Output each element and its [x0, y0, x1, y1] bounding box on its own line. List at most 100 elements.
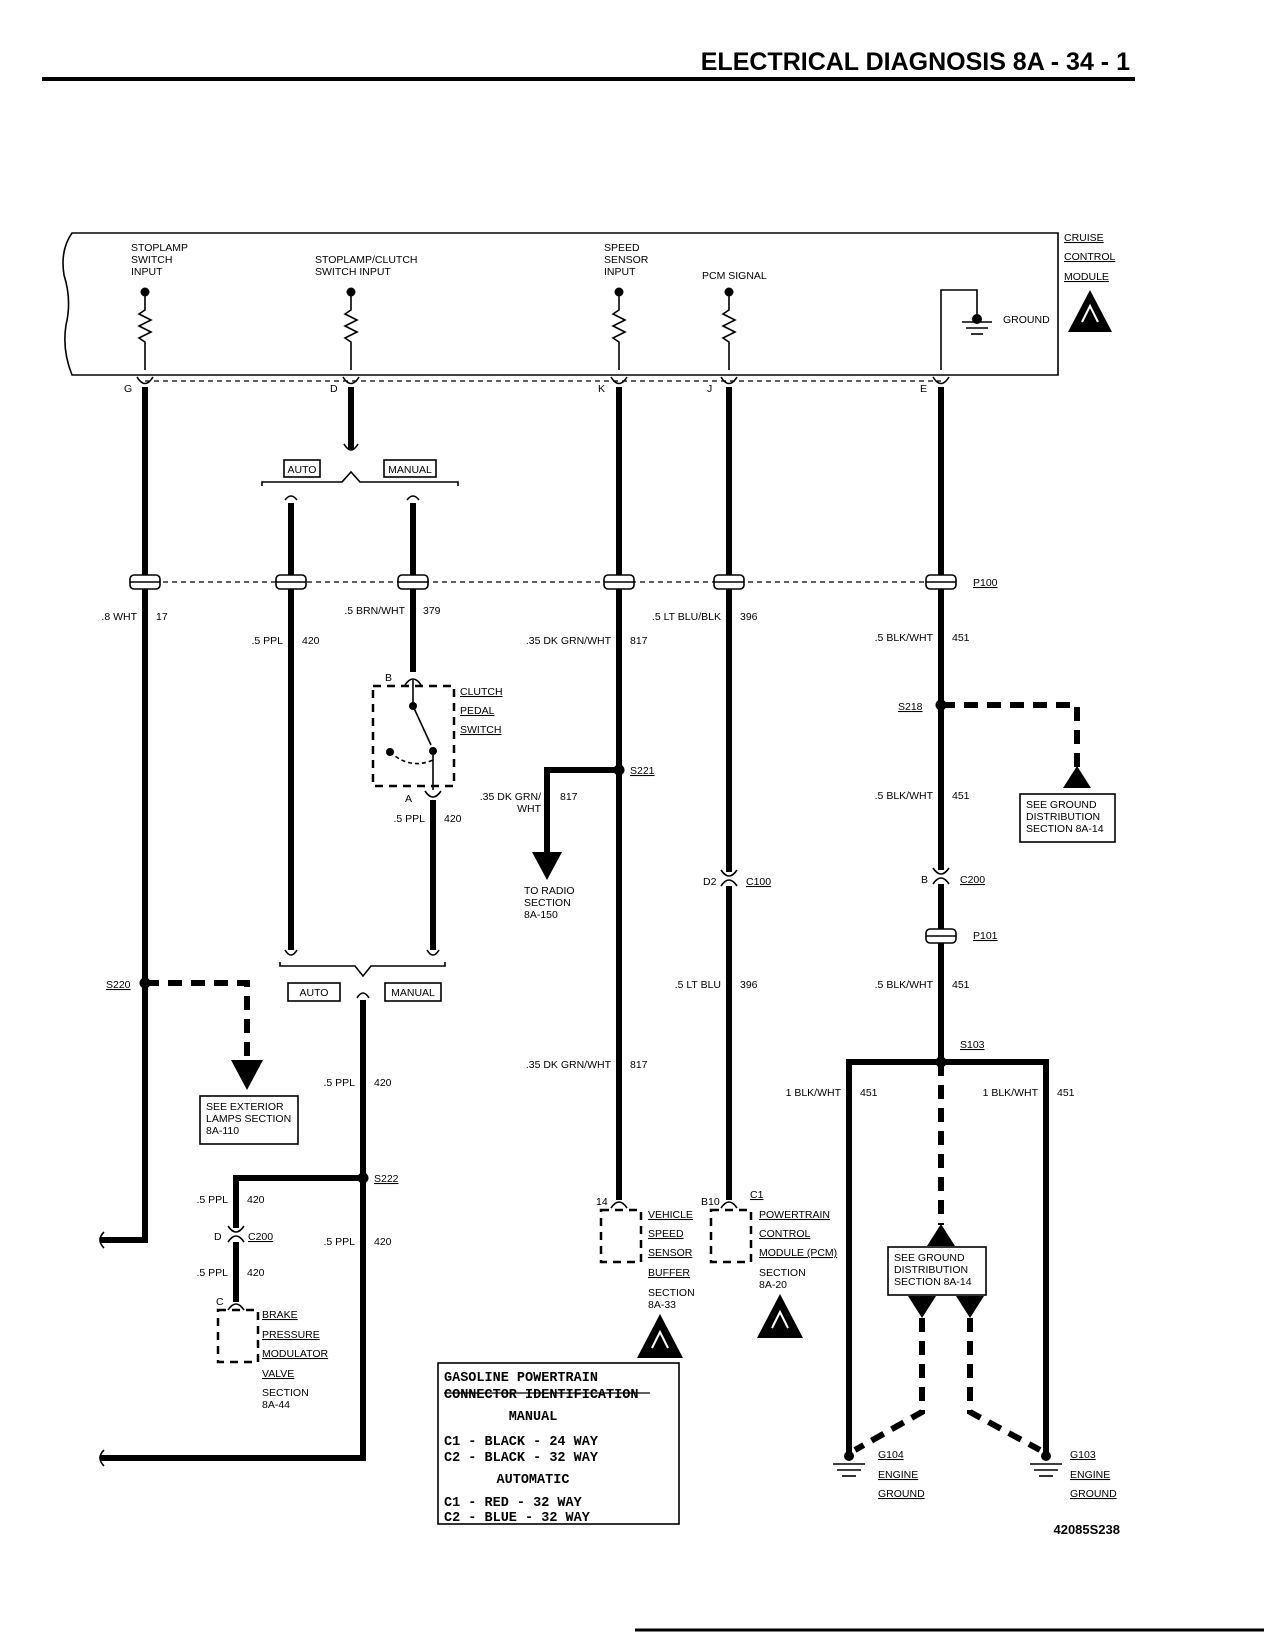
wire-451-left [846, 1059, 941, 1452]
connector-id-table [437, 1362, 680, 1525]
g103-ground-icon [1030, 1451, 1062, 1477]
ground-arrow-right [956, 1296, 984, 1318]
wire-17-end [99, 1231, 105, 1249]
s218-label: S218 [898, 701, 923, 713]
auto-top-box [283, 459, 321, 478]
wire-label-379: .5 BRN/WHT 379 [344, 605, 440, 617]
pcm-label: POWERTRAIN CONTROL MODULE (PCM) SECTION … [759, 1209, 837, 1291]
wire-break-manual-top [406, 495, 420, 501]
wire-label-420-after-switch: .5 PPL 420 [393, 813, 461, 825]
svg-text:8A-20: 8A-20 [759, 1279, 787, 1291]
splice-s220 [139, 977, 151, 989]
svg-text:8A-150: 8A-150 [524, 909, 558, 921]
svg-text:.5 BRN/WHT: .5 BRN/WHT [344, 605, 405, 617]
wire-17 [100, 387, 148, 1243]
clutch-pedal-switch-label: CLUTCH PEDAL SWITCH [460, 686, 503, 736]
wire-label-420-auto: .5 PPL 420 [251, 635, 319, 647]
wire-451-right [941, 1059, 1049, 1452]
svg-text:LAMPS SECTION: LAMPS SECTION [206, 1113, 291, 1125]
svg-text:.35 DK GRN/: .35 DK GRN/ [480, 791, 541, 803]
pcm-pin [720, 1201, 738, 1209]
svg-text:C2 - BLUE - 32 WAY: C2 - BLUE - 32 WAY [444, 1511, 591, 1526]
svg-text:ENGINE: ENGINE [1070, 1469, 1110, 1481]
svg-text:.5 LT BLU/BLK: .5 LT BLU/BLK [652, 611, 721, 623]
svg-text:SECTION 8A-14: SECTION 8A-14 [894, 1276, 972, 1288]
wire-label-396-bottom: .5 LT BLU 396 [675, 979, 758, 991]
svg-text:SENSOR: SENSOR [648, 1247, 693, 1259]
wire-label-451-left: 1 BLK/WHT 451 [786, 1087, 878, 1099]
p101-label: P101 [973, 930, 998, 942]
splice-s103 [935, 1056, 947, 1068]
svg-text:379: 379 [423, 605, 441, 617]
wire-label-396-top: .5 LT BLU/BLK 396 [652, 611, 758, 623]
s222-label: S222 [374, 1173, 399, 1185]
c100-label: C100 [746, 876, 771, 888]
manual-bottom-box [384, 982, 442, 1002]
module-ground-icon [940, 289, 992, 370]
svg-text:SEE GROUND: SEE GROUND [1026, 799, 1097, 811]
svg-text:SEE EXTERIOR: SEE EXTERIOR [206, 1101, 284, 1113]
svg-text:.5 PPL: .5 PPL [323, 1077, 355, 1089]
svg-text:817: 817 [630, 635, 648, 647]
wire-label-451-top: .5 BLK/WHT 451 [875, 632, 970, 644]
wire-label-817-radio: .35 DK GRN/ WHT 817 [480, 791, 578, 815]
wire-ground-dashed-right [967, 1318, 1042, 1453]
clutch-pedal-switch-box [371, 684, 456, 788]
esd-icon-vss [637, 1314, 683, 1358]
wire-label-817-top: .35 DK GRN/WHT 817 [526, 635, 648, 647]
wire-break-manual-bottom [426, 949, 440, 956]
wire-label-420-mid: .5 PPL 420 [323, 1077, 391, 1089]
c200-left-connector [227, 1225, 245, 1243]
c200-pin-b-label: B [921, 874, 928, 886]
vss-buffer-box [599, 1208, 643, 1264]
ground-dist-bottom-box [887, 1246, 987, 1296]
svg-text:DISTRIBUTION: DISTRIBUTION [894, 1264, 968, 1276]
cruise-module-label: CRUISE CONTROL MODULE [1064, 232, 1115, 283]
splice-s222 [357, 1172, 369, 1184]
vss-buffer-pin-label: 14 [596, 1196, 608, 1208]
svg-text:.8 WHT: .8 WHT [101, 611, 137, 623]
svg-text:420: 420 [444, 813, 462, 825]
svg-text:SWITCH: SWITCH [460, 724, 501, 736]
resistor-clutch [343, 287, 359, 370]
wire-label-420-brake1: .5 PPL 420 [196, 1194, 264, 1206]
svg-text:.5 LT BLU: .5 LT BLU [675, 979, 721, 991]
brake-valve-label: BRAKE PRESSURE MODULATOR VALVE SECTION 8… [262, 1309, 329, 1411]
svg-text:G104: G104 [878, 1449, 904, 1461]
c200-right-label: C200 [960, 874, 985, 886]
ground-dist-bottom-label: SEE GROUND DISTRIBUTION SECTION 8A-14 [894, 1252, 972, 1288]
svg-text:.5 BLK/WHT: .5 BLK/WHT [875, 790, 934, 802]
svg-text:8A-110: 8A-110 [206, 1125, 239, 1137]
svg-text:.35 DK GRN/WHT: .35 DK GRN/WHT [526, 635, 612, 647]
svg-text:SENSOR: SENSOR [604, 254, 649, 266]
svg-text:CLUTCH: CLUTCH [460, 686, 503, 698]
svg-text:1 BLK/WHT: 1 BLK/WHT [983, 1087, 1039, 1099]
svg-text:SECTION: SECTION [759, 1267, 806, 1279]
svg-text:ENGINE: ENGINE [878, 1469, 918, 1481]
stoplamp-input-label: STOPLAMP SWITCH INPUT [131, 242, 188, 278]
svg-text:SEE GROUND: SEE GROUND [894, 1252, 965, 1264]
auto-top-label: AUTO [288, 464, 317, 476]
wire-label-451-mid: .5 BLK/WHT 451 [875, 790, 970, 802]
d2-label: D2 [703, 876, 717, 888]
clutch-pin-a: A [405, 793, 412, 805]
ground-dist-arrow-top [1063, 766, 1091, 788]
ground-arrow-left [908, 1296, 936, 1318]
svg-text:.5 PPL: .5 PPL [393, 813, 425, 825]
option-brace-top [261, 470, 459, 486]
svg-text:PEDAL: PEDAL [460, 705, 495, 717]
svg-text:SECTION: SECTION [262, 1387, 309, 1399]
p100-connector-shells [129, 574, 957, 590]
svg-text:396: 396 [740, 611, 758, 623]
pcm-pin-label: B10 [701, 1196, 720, 1208]
svg-text:SECTION 8A-14: SECTION 8A-14 [1026, 823, 1104, 835]
splice-s218 [935, 699, 947, 711]
vss-buffer-pin [610, 1201, 628, 1209]
splice-s221 [613, 764, 625, 776]
svg-text:SPEED: SPEED [604, 242, 640, 254]
svg-text:SECTION: SECTION [648, 1287, 695, 1299]
p101-connector-shell [925, 928, 957, 944]
g104-label: G104 ENGINE GROUND [878, 1449, 925, 1500]
svg-text:MANUAL: MANUAL [509, 1410, 558, 1425]
module-ground-label: GROUND [1003, 314, 1050, 326]
